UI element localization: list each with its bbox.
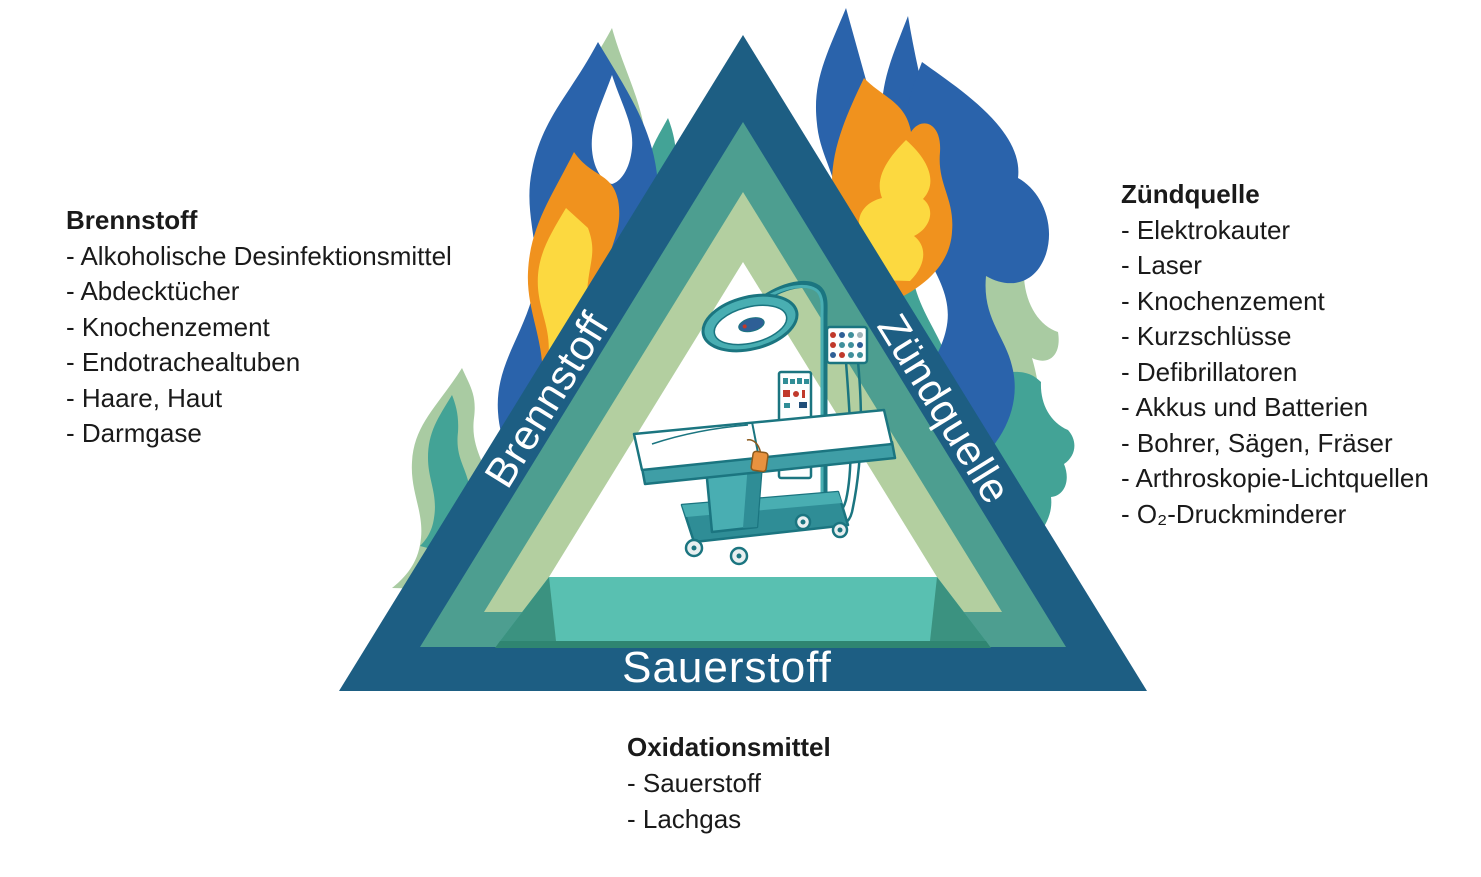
table-pedestal <box>704 460 764 534</box>
mattress-inset <box>651 424 749 445</box>
triangle-frame <box>339 35 1147 691</box>
ignition-list-heading: Zündquelle <box>1121 179 1260 209</box>
floor-shadow-strip <box>495 641 991 648</box>
list-item: - Laser <box>1121 250 1202 280</box>
list-item: - Knochenzement <box>66 311 270 342</box>
list-item: - Abdecktücher <box>66 276 240 306</box>
triangle-label-sauerstoff: Sauerstoff <box>622 643 832 692</box>
casters <box>684 513 849 566</box>
ignition-list: Zündquelle - Elektrokauter - Laser - Kno… <box>1121 177 1429 532</box>
operating-table <box>632 408 897 486</box>
list-item: - Defibrillatoren <box>1121 356 1298 387</box>
monitor-panel <box>825 325 869 365</box>
list-item: - Knochenzement <box>1121 285 1325 316</box>
fuel-list-heading: Brennstoff <box>66 205 198 235</box>
floor-corner-shade <box>500 577 556 641</box>
lamp-pole-highlight <box>762 284 824 505</box>
flame-highlight <box>591 75 633 184</box>
oxidizer-list-heading: Oxidationsmittel <box>627 732 831 762</box>
list-item: - Haare, Haut <box>66 382 223 413</box>
operating-table-illustration <box>632 280 897 566</box>
table-mattress <box>632 408 894 472</box>
list-item: - Bohrer, Sägen, Fräser <box>1121 427 1393 458</box>
list-item: - Endotrachealtuben <box>66 347 301 377</box>
list-item: - O₂-Druckminderer <box>1121 498 1347 529</box>
list-item: - Kurzschlüsse <box>1121 321 1292 351</box>
list-item: - Arthroskopie-Lichtquellen <box>1121 463 1429 493</box>
oxidizer-list: Oxidationsmittel - Sauerstoff - Lachgas <box>627 729 831 837</box>
list-item: - Darmgase <box>66 418 202 448</box>
list-item: - Alkoholische Desinfektionsmittel <box>66 240 452 271</box>
floor-corner-shade <box>930 577 986 641</box>
list-item: - Sauerstoff <box>627 768 761 798</box>
list-item: - Elektrokauter <box>1121 214 1291 245</box>
remote-control <box>746 439 769 473</box>
yellow-flame-core <box>858 140 931 281</box>
surgical-lamp-icon <box>701 293 799 353</box>
list-item: - Lachgas <box>627 804 742 834</box>
oxygen-floor <box>500 577 986 641</box>
list-item: - Akkus und Batterien <box>1121 392 1369 422</box>
fuel-list: Brennstoff - Alkoholische Desinfektionsm… <box>66 203 452 452</box>
